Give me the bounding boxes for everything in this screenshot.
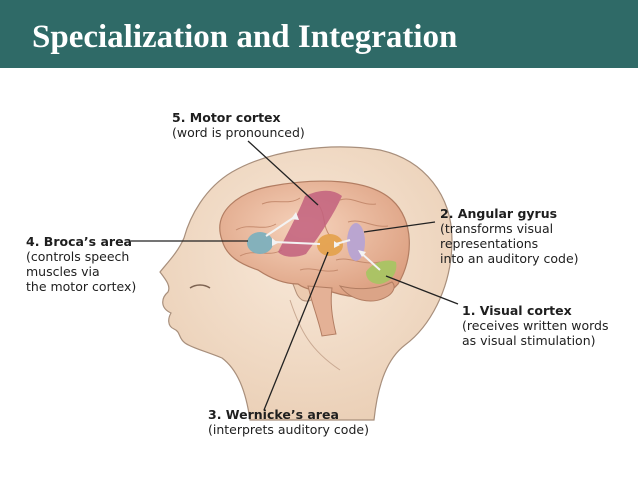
neck-outline (289, 299, 341, 371)
wernicke-area (317, 234, 343, 256)
label-broca-area: 4. Broca’s area (controls speech muscles… (26, 234, 136, 294)
motor-cortex-desc: (word is pronounced) (172, 125, 305, 140)
angular-gyrus-heading: 2. Angular gyrus (440, 206, 558, 221)
broca-desc-3: the motor cortex) (26, 279, 137, 294)
label-angular-gyrus: 2. Angular gyrus (transforms visual repr… (440, 206, 579, 266)
leader-lines (131, 140, 459, 411)
angular-gyrus-desc-3: into an auditory code) (440, 251, 579, 266)
angular-gyrus-desc-1: (transforms visual (440, 221, 554, 236)
broca-desc-2: muscles via (26, 264, 100, 279)
angular-gyrus-desc-2: representations (440, 236, 539, 251)
visual-cortex-heading: 1. Visual cortex (462, 303, 572, 318)
pathway-arrowheads (272, 212, 366, 257)
motor-cortex-heading: 5. Motor cortex (172, 110, 281, 125)
cerebellum (338, 281, 395, 302)
broca-heading: 4. Broca’s area (26, 234, 132, 249)
label-visual-cortex: 1. Visual cortex (receives written words… (462, 303, 609, 348)
broca-area (247, 232, 273, 254)
eye (189, 284, 211, 289)
label-motor-cortex: 5. Motor cortex (word is pronounced) (172, 110, 305, 140)
wernicke-heading: 3. Wernicke’s area (208, 407, 339, 422)
visual-cortex-desc-1: (receives written words (462, 318, 609, 333)
slide-title: Specialization and Integration (32, 19, 458, 55)
brain-stem (307, 285, 337, 337)
broca-desc-1: (controls speech (26, 249, 130, 264)
brain-folds (235, 197, 389, 272)
motor-cortex-area (278, 190, 342, 257)
wernicke-desc: (interprets auditory code) (208, 422, 369, 437)
label-wernicke-area: 3. Wernicke’s area (interprets auditory … (208, 407, 369, 437)
title-bar: Specialization and Integration (0, 0, 638, 68)
visual-cortex-desc-2: as visual stimulation) (462, 333, 596, 348)
visual-cortex-area (366, 260, 397, 284)
